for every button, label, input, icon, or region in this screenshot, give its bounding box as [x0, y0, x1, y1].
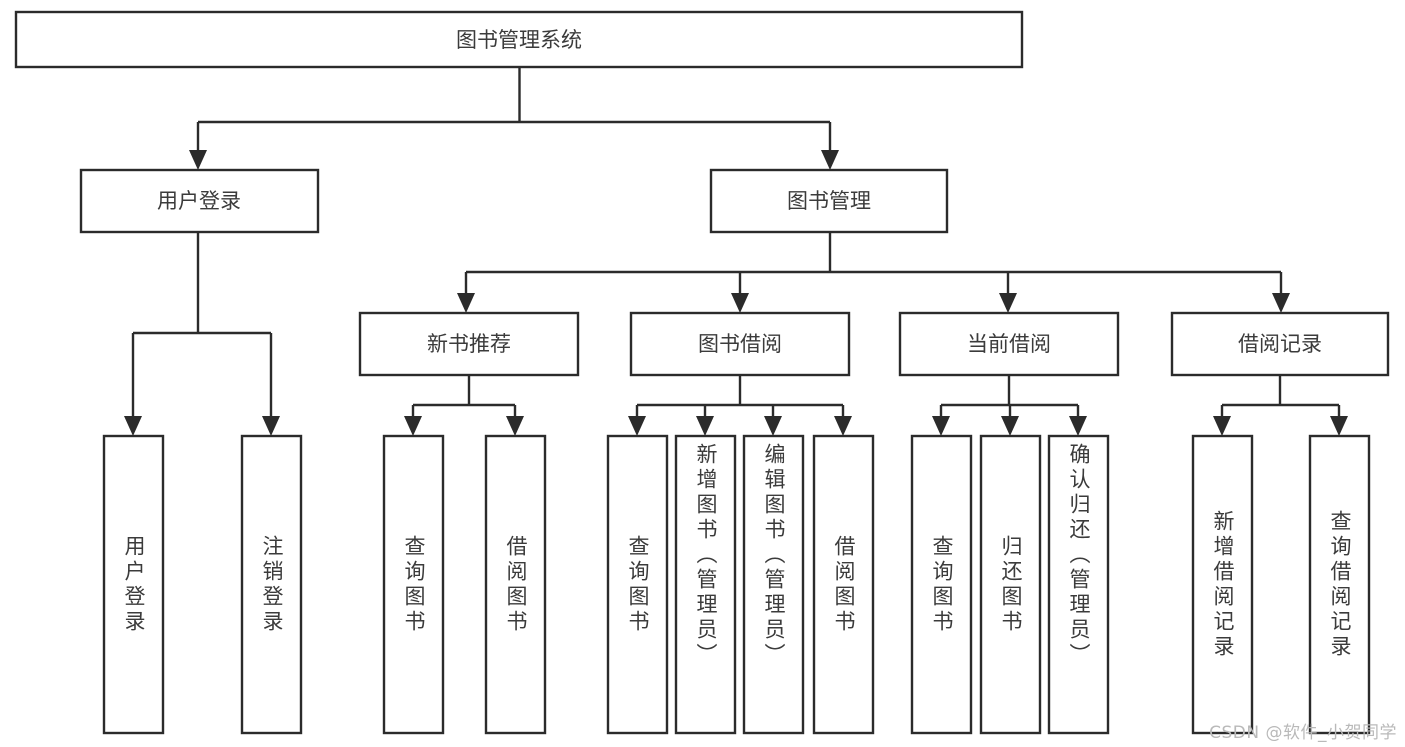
arrow-head-book-borrow — [731, 293, 749, 313]
node-book-borrow-box[interactable] — [629, 311, 851, 377]
node-user-login-box[interactable] — [79, 168, 320, 234]
node-book-management-label: 图书管理 — [787, 189, 871, 213]
arrow-head-bookborrow-leaf-2 — [696, 416, 714, 436]
node-book-borrow-label: 图书借阅 — [698, 332, 782, 356]
node-current-borrow[interactable]: 当前借阅 — [898, 311, 1120, 377]
node-borrow-record-box[interactable] — [1170, 311, 1390, 377]
leaf-box-current-borrow-3[interactable] — [1047, 434, 1110, 735]
connector-group-bookborrow — [628, 375, 852, 436]
arrow-head-currentborrow-leaf-3 — [1069, 416, 1087, 436]
node-book-management[interactable]: 图书管理 — [709, 168, 949, 234]
arrow-head-bookborrow-leaf-1 — [628, 416, 646, 436]
node-root[interactable]: 图书管理系统 — [14, 10, 1024, 69]
node-borrow-record[interactable]: 借阅记录 — [1170, 311, 1390, 377]
arrow-head-newbook-leaf-1 — [404, 416, 422, 436]
leaf-box-book-borrow-4[interactable] — [812, 434, 875, 735]
arrow-head-borrowrecord-leaf-1 — [1213, 416, 1231, 436]
leaf-box-user-login-2[interactable] — [240, 434, 303, 735]
connector-group-root — [189, 67, 839, 170]
leaf-box-book-borrow-3[interactable] — [742, 434, 805, 735]
connector-group-bookmgmt — [457, 232, 1290, 313]
arrow-head-current-borrow — [999, 293, 1017, 313]
arrow-head-userlogin — [189, 150, 207, 170]
arrow-head-bookborrow-leaf-4 — [834, 416, 852, 436]
arrow-head-bookmgmt — [821, 150, 839, 170]
node-new-book-recommend-label: 新书推荐 — [427, 332, 511, 356]
leaf-box-new-book-1[interactable] — [382, 434, 445, 735]
connector-group-borrowrecord — [1213, 375, 1348, 436]
csdn-watermark: CSDN @软件_小贺同学 — [1209, 723, 1397, 743]
arrow-head-borrowrecord-leaf-2 — [1330, 416, 1348, 436]
arrow-head-new-book — [457, 293, 475, 313]
node-new-book-recommend-box[interactable] — [358, 311, 580, 377]
leaf-box-new-book-2[interactable] — [484, 434, 547, 735]
leaf-box-book-borrow-1[interactable] — [606, 434, 669, 735]
leaf-box-user-login-1[interactable] — [102, 434, 165, 735]
connector-group-userlogin — [124, 232, 280, 436]
node-user-login-label: 用户登录 — [157, 189, 241, 213]
leaf-box-current-borrow-2[interactable] — [979, 434, 1042, 735]
node-root-label: 图书管理系统 — [456, 28, 582, 52]
node-book-borrow[interactable]: 图书借阅 — [629, 311, 851, 377]
node-root-box[interactable] — [14, 10, 1024, 69]
connector-group-newbook — [404, 375, 524, 436]
node-current-borrow-label: 当前借阅 — [967, 332, 1051, 356]
arrow-head-userlogin-leaf-1 — [124, 416, 142, 436]
arrow-head-newbook-leaf-2 — [506, 416, 524, 436]
connector-group-currentborrow — [932, 375, 1087, 436]
leaf-box-current-borrow-1[interactable] — [910, 434, 973, 735]
node-book-management-box[interactable] — [709, 168, 949, 234]
arrow-head-bookborrow-leaf-3 — [764, 416, 782, 436]
leaf-box-borrow-record-1[interactable] — [1191, 434, 1254, 735]
arrow-head-currentborrow-leaf-1 — [932, 416, 950, 436]
node-user-login[interactable]: 用户登录 — [79, 168, 320, 234]
leaf-box-borrow-record-2[interactable] — [1308, 434, 1371, 735]
node-borrow-record-label: 借阅记录 — [1238, 332, 1322, 356]
leaf-box-book-borrow-2[interactable] — [674, 434, 737, 735]
arrow-head-borrow-record — [1272, 293, 1290, 313]
arrow-head-currentborrow-leaf-2 — [1001, 416, 1019, 436]
arrow-head-userlogin-leaf-2 — [262, 416, 280, 436]
node-new-book-recommend[interactable]: 新书推荐 — [358, 311, 580, 377]
node-current-borrow-box[interactable] — [898, 311, 1120, 377]
